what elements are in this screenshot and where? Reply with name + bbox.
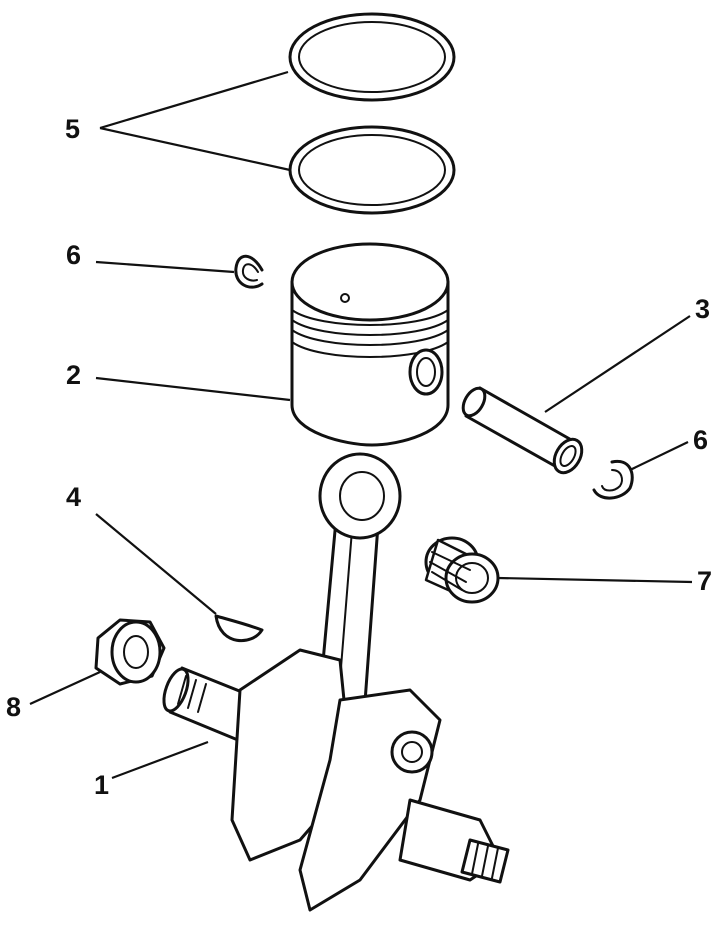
leader-1 [111,740,209,780]
piston-ring-lower [288,125,456,215]
leader-7 [497,576,693,584]
woodruff-key [214,614,264,643]
callout-circlip-left: 6 [66,240,82,270]
callout-needle-bearing: 7 [697,566,713,596]
piston [290,242,450,447]
callout-piston: 2 [66,360,82,390]
callout-flywheel-nut: 8 [6,692,22,722]
leader-8 [29,670,101,706]
leader-3 [544,315,691,413]
callout-circlip-right: 6 [693,425,709,455]
flywheel-nut [94,618,166,686]
leader-2 [95,376,291,402]
circlip-left [234,254,264,289]
leader-6-left [95,260,235,274]
piston-rings [288,12,456,215]
leader-6-right [629,441,689,471]
leader-5-lower [99,126,291,172]
callout-crankshaft: 1 [94,770,110,800]
piston-pin [461,386,584,475]
callout-woodruff-key: 4 [66,482,82,512]
needle-bearing [424,536,500,604]
leader-5-upper [99,70,289,130]
callout-piston-pin: 3 [695,294,711,324]
piston-ring-upper [288,12,456,102]
leader-4 [95,513,217,615]
leader-lines [29,70,693,780]
crankshaft [162,648,510,912]
callout-piston-rings: 5 [65,114,81,144]
circlip-right [592,459,634,500]
